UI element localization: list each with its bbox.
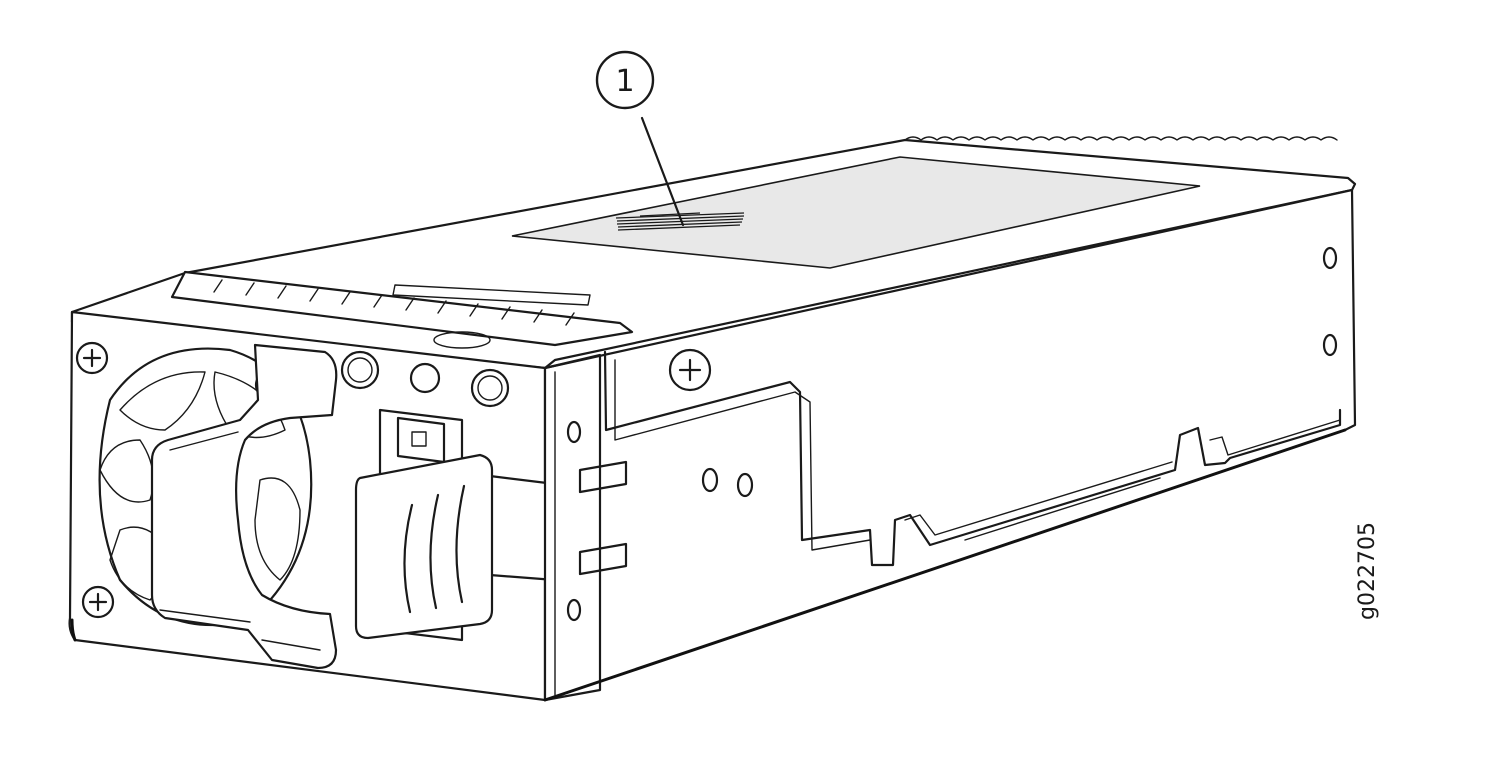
side-rail-line: [964, 477, 1161, 541]
led-indicator-icon: [409, 362, 441, 394]
handle-inner-edge: [159, 431, 321, 651]
led-indicator-icon: [340, 350, 380, 390]
side-hole: [566, 420, 582, 444]
figure-id: g022705: [1355, 522, 1380, 620]
front-screw-icon: [75, 341, 109, 375]
power-cord-clip[interactable]: [354, 453, 494, 640]
vent-slot: [392, 284, 591, 306]
led-indicator-icon: [470, 368, 510, 408]
grip-ribs: [213, 279, 575, 326]
chassis-top-ridges: [904, 136, 1338, 141]
chassis-side-face: [543, 188, 1357, 702]
callout-circle: [595, 50, 655, 110]
front-screw-icon: [81, 585, 115, 619]
connector-latch: [396, 416, 446, 464]
side-hole: [701, 467, 719, 493]
clip-grip-lines: [403, 484, 466, 614]
side-hole: [736, 472, 754, 498]
side-recess-inner: [614, 359, 1341, 551]
handle-top-grip: [170, 270, 634, 347]
side-slot: [578, 460, 628, 494]
side-screw-icon: [668, 348, 712, 392]
side-recess-outline: [603, 350, 1342, 567]
side-hole: [566, 598, 582, 622]
side-slot: [578, 542, 628, 576]
chassis-bottom-edge: [70, 428, 1347, 702]
side-front-flange: [543, 353, 602, 702]
latch-hole: [411, 431, 427, 447]
side-hole: [1322, 246, 1338, 270]
product-label-sticker: [511, 156, 1201, 269]
logo-badge: [433, 331, 491, 349]
callout-number: 1: [615, 64, 634, 99]
callout-1: 1: [595, 50, 685, 227]
side-hole: [1322, 333, 1338, 357]
callout-leader-line: [640, 116, 685, 227]
ejector-handle[interactable]: [150, 343, 338, 670]
